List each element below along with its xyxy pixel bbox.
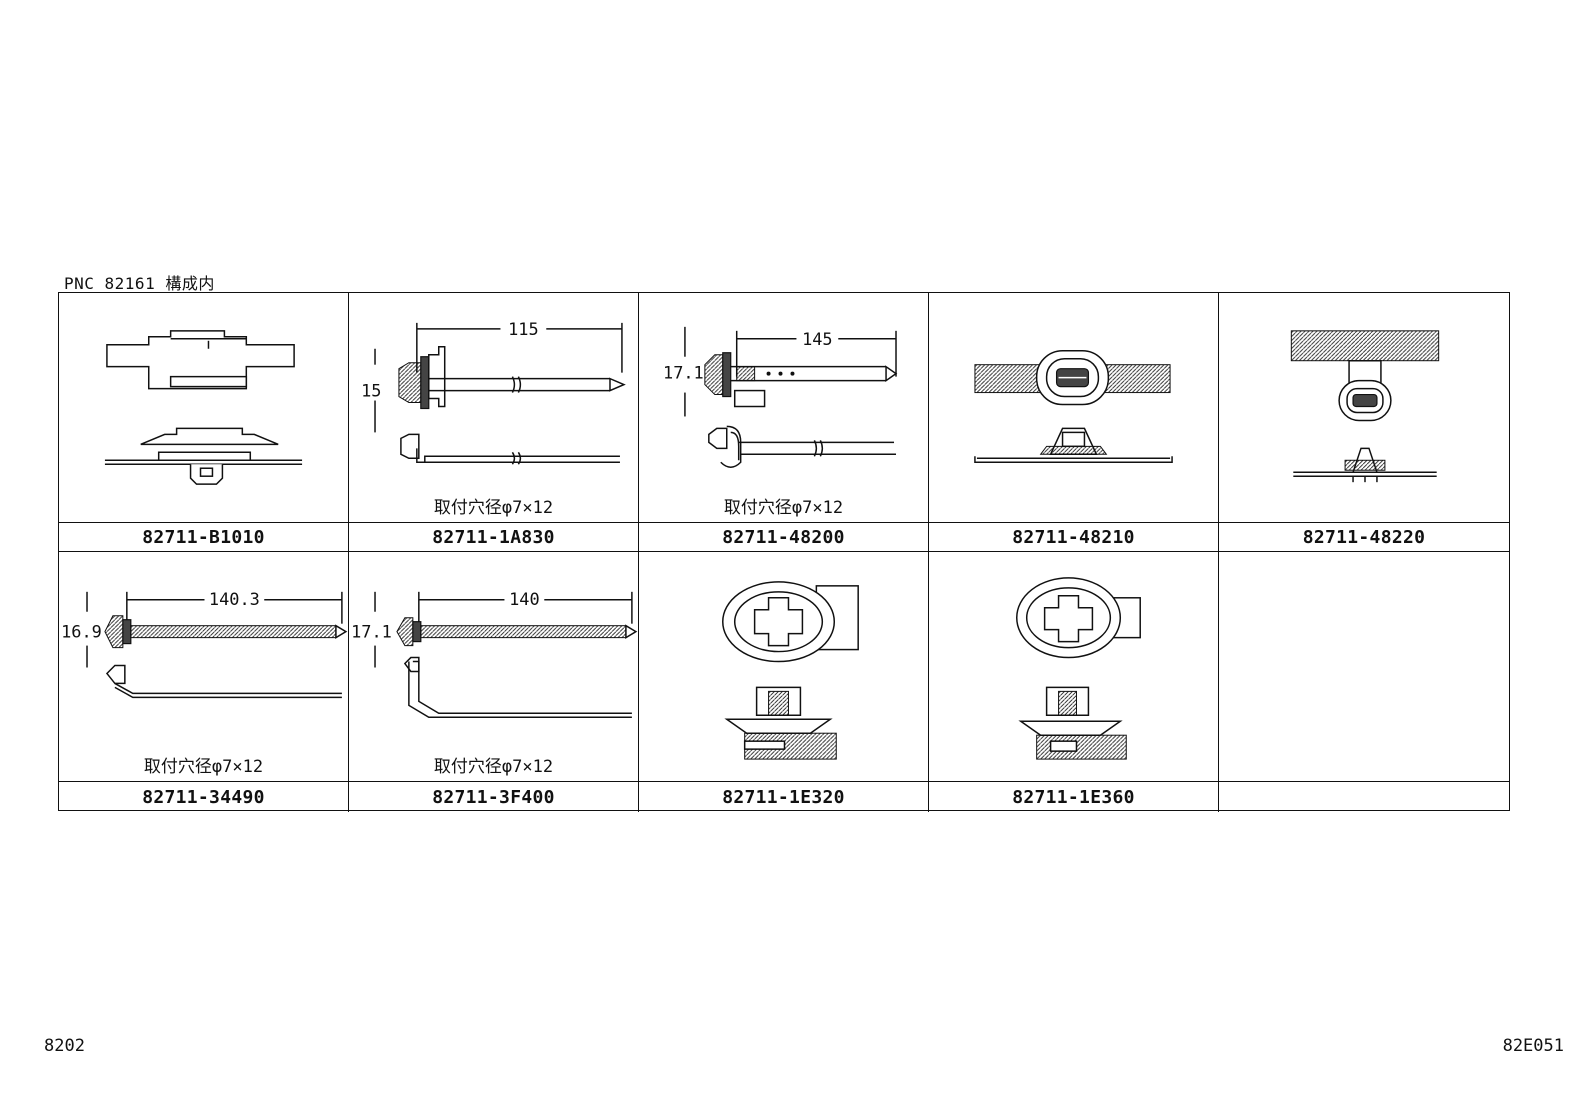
part-number-82711-1E320[interactable]: 82711-1E320 xyxy=(639,782,929,812)
illustration-cell-82711-1E360[interactable] xyxy=(929,552,1219,782)
dim-length-label: 115 xyxy=(508,319,539,339)
part-number-82711-48210[interactable]: 82711-48210 xyxy=(929,523,1219,552)
dim-height-label: 15 xyxy=(361,381,381,401)
part-number-82711-1A830[interactable]: 82711-1A830 xyxy=(349,523,639,552)
mounting-hole-note: 取付穴径φ7×12 xyxy=(723,498,844,518)
page-code-left: 8202 xyxy=(44,1036,85,1056)
grommet-1e360-drawing xyxy=(1016,577,1141,760)
parts-table: 115 15 取付穴径φ7×12 145 17.1 xyxy=(58,292,1510,812)
illustration-cell-82711-48210[interactable] xyxy=(929,293,1219,523)
dim-height-label: 17.1 xyxy=(663,363,704,383)
tie-48200-drawing: 145 17.1 xyxy=(663,326,898,468)
illustration-cell-82711-B1010[interactable] xyxy=(59,293,349,523)
tie-34490-drawing: 140.3 16.9 xyxy=(61,589,348,699)
grommet-1e320-drawing xyxy=(722,581,859,760)
tie-1a830-drawing: 115 15 xyxy=(361,319,626,465)
dim-length-label: 145 xyxy=(802,329,833,349)
part-number-82711-48220[interactable]: 82711-48220 xyxy=(1219,523,1509,552)
dim-length-label: 140 xyxy=(509,589,540,609)
empty-illustration-cell xyxy=(1219,552,1509,782)
mounting-hole-note: 取付穴径φ7×12 xyxy=(143,757,264,777)
dim-length-label: 140.3 xyxy=(209,589,260,609)
mounting-hole-note: 取付穴径φ7×12 xyxy=(433,757,554,777)
illustration-cell-82711-48200[interactable]: 145 17.1 取付穴径φ7×12 xyxy=(639,293,929,523)
illustration-cell-82711-34490[interactable]: 140.3 16.9 取付穴径φ7×12 xyxy=(59,552,349,782)
part-number-82711-34490[interactable]: 82711-34490 xyxy=(59,782,349,812)
page-heading: PNC 82161 構成内 xyxy=(64,274,215,293)
part-number-82711-48200[interactable]: 82711-48200 xyxy=(639,523,929,552)
part-number-82711-B1010[interactable]: 82711-B1010 xyxy=(59,523,349,552)
dim-height-label: 17.1 xyxy=(351,622,392,642)
dim-height-label: 16.9 xyxy=(61,622,102,642)
part-number-82711-1E360[interactable]: 82711-1E360 xyxy=(929,782,1219,812)
illustration-cell-82711-3F400[interactable]: 140 17.1 取付穴径φ7×12 xyxy=(349,552,639,782)
illustration-cell-82711-48220[interactable] xyxy=(1219,293,1509,523)
clip-48210-drawing xyxy=(974,350,1173,464)
part-number-empty xyxy=(1219,782,1509,812)
clip-48220-drawing xyxy=(1290,330,1440,483)
tie-3f400-drawing: 140 17.1 xyxy=(351,589,638,719)
clip-b1010-drawing xyxy=(104,330,303,485)
illustration-cell-82711-1E320[interactable] xyxy=(639,552,929,782)
mounting-hole-note: 取付穴径φ7×12 xyxy=(433,498,554,518)
illustration-cell-82711-1A830[interactable]: 115 15 取付穴径φ7×12 xyxy=(349,293,639,523)
drawing-code-right: 82E051 xyxy=(1502,1036,1564,1056)
part-number-82711-3F400[interactable]: 82711-3F400 xyxy=(349,782,639,812)
